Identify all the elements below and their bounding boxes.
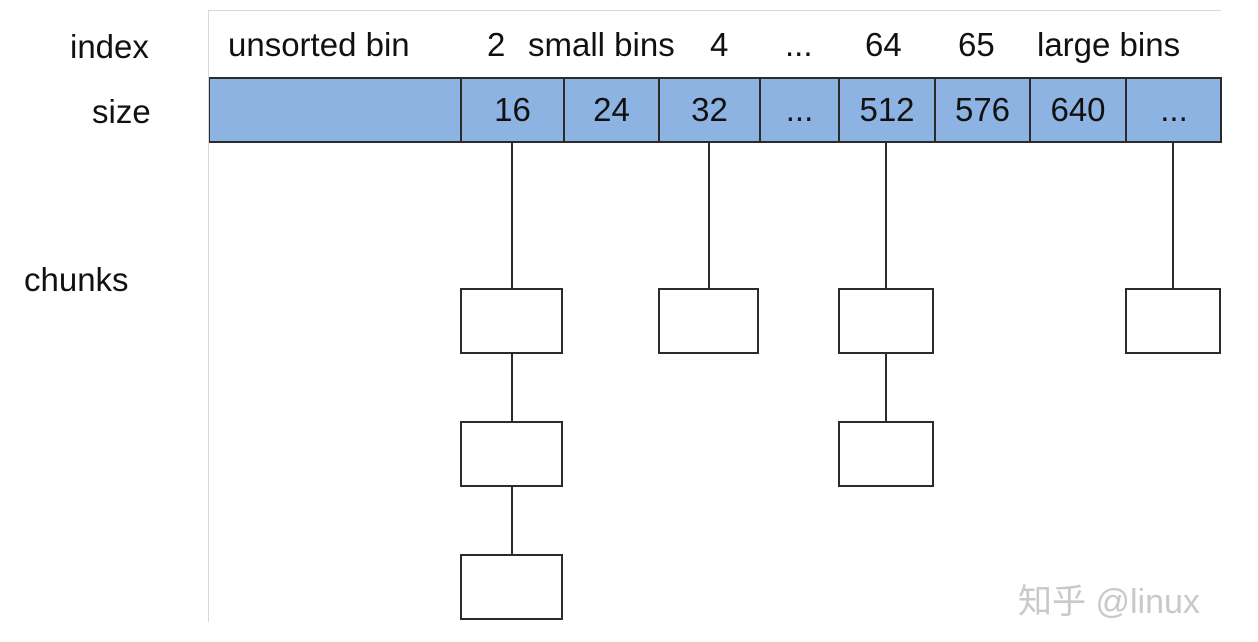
size-cell-unsorted (209, 77, 460, 143)
frame-top-line (209, 10, 1221, 11)
index-2: 2 (487, 26, 506, 63)
chunk-box (658, 288, 759, 354)
chunk-box (838, 421, 934, 487)
size-cell: 576 (934, 77, 1029, 143)
index-64: 64 (865, 26, 902, 63)
size-cell: 512 (838, 77, 934, 143)
chunk-box (460, 288, 563, 354)
chunk-box (1125, 288, 1221, 354)
index-small-bins-label: small bins (528, 26, 675, 63)
index-ellipsis: ... (785, 26, 813, 63)
size-cell: ... (1125, 77, 1221, 143)
watermark: 知乎 @linux (1018, 583, 1200, 621)
chain-link-line (885, 143, 887, 421)
frame-left-line (208, 10, 209, 622)
size-cell: 16 (460, 77, 563, 143)
index-row-label: index (70, 28, 149, 65)
size-cell: 32 (658, 77, 759, 143)
index-large-bins-label: large bins (1037, 26, 1181, 63)
size-cell: ... (759, 77, 838, 143)
chunk-box (460, 421, 563, 487)
index-unsorted-bin: unsorted bin (228, 26, 410, 63)
chunks-row-label: chunks (24, 261, 129, 298)
size-cell: 24 (563, 77, 658, 143)
index-4: 4 (710, 26, 729, 63)
chain-link-line (708, 143, 710, 288)
size-row-bar (209, 77, 1221, 143)
chunk-box (460, 554, 563, 620)
chain-link-line (1172, 143, 1174, 288)
size-row-label: size (92, 93, 151, 130)
index-65: 65 (958, 26, 995, 63)
size-row-right-edge (1220, 77, 1222, 143)
chunk-box (838, 288, 934, 354)
size-cell: 640 (1029, 77, 1125, 143)
